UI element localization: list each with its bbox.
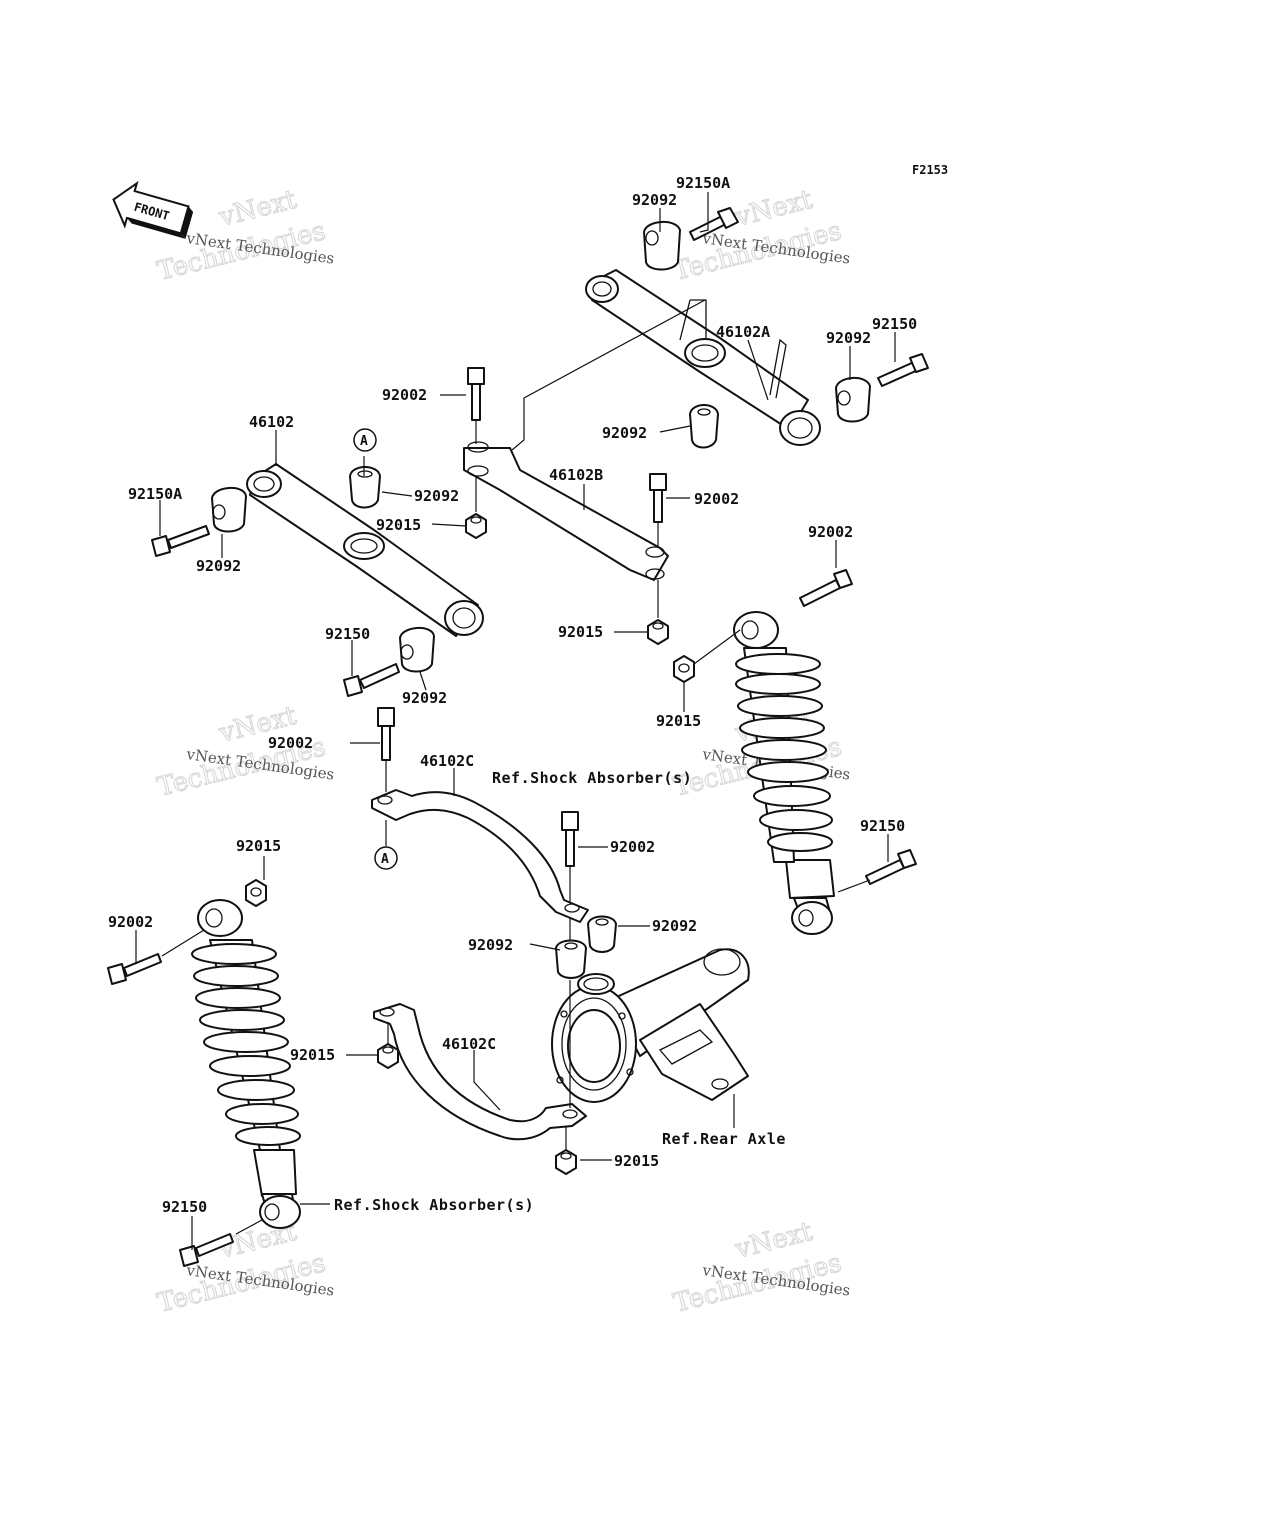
- control-arm-46102: [246, 463, 484, 637]
- bushing-92092-top: [643, 221, 681, 271]
- label-92002-d: 92002: [610, 838, 655, 856]
- figure-code: F2153: [912, 163, 948, 177]
- bolt-92150A-left: [151, 525, 210, 557]
- label-92092-lower: 92092: [402, 689, 447, 707]
- svg-text:A: A: [360, 434, 368, 449]
- label-92092-e: 92092: [652, 917, 697, 935]
- label-ref-shock-absorber-lower: Ref.Shock Absorber(s): [334, 1196, 534, 1214]
- bolt-92150-left: [179, 1233, 234, 1267]
- bracket-46102B: [463, 441, 669, 581]
- nut-92015-d: [555, 1149, 577, 1175]
- label-92002-c: 92002: [268, 734, 313, 752]
- bolt-92150-mid: [343, 663, 400, 697]
- bolt-92150-right: [865, 849, 917, 885]
- watermark-bottom-right: vNext Technologies vNext Technologies: [670, 1216, 852, 1319]
- label-92150-mid: 92150: [325, 625, 370, 643]
- rear-axle-housing: [551, 948, 750, 1103]
- bushing-92092-lower: [399, 627, 435, 673]
- leader-46102B-to-arm: [511, 299, 706, 451]
- label-46102A: 46102A: [716, 323, 770, 341]
- label-ref-shock-absorber-upper: Ref.Shock Absorber(s): [492, 769, 692, 787]
- nut-92015-a: [465, 513, 487, 539]
- nut-92015-right: [673, 655, 695, 683]
- label-46102C-upper: 46102C: [420, 752, 474, 770]
- label-92002-top: 92002: [382, 386, 427, 404]
- label-92092-left: 92092: [196, 557, 241, 575]
- label-92150A-left: 92150A: [128, 485, 182, 503]
- label-92092-topright: 92092: [826, 329, 871, 347]
- bolt-92002-top: [467, 367, 485, 421]
- nut-92015-b: [647, 619, 669, 645]
- watermark-bottom-left: vNext Technologies vNext Technologies: [154, 1216, 336, 1319]
- nut-92015-c: [377, 1043, 399, 1069]
- bushing-92092-e: [587, 915, 617, 953]
- svg-text:A: A: [381, 852, 389, 867]
- bushing-92092-a: [349, 466, 381, 509]
- control-arm-46102A: [585, 269, 821, 446]
- bushing-92092-left: [211, 487, 247, 533]
- label-46102: 46102: [249, 413, 294, 431]
- label-92015-left: 92015: [236, 837, 281, 855]
- label-92150-left: 92150: [162, 1198, 207, 1216]
- bolt-92002-left: [107, 953, 162, 985]
- label-92150-topright: 92150: [872, 315, 917, 333]
- label-92092-mid: 92092: [602, 424, 647, 442]
- label-92002-left: 92002: [108, 913, 153, 931]
- bolt-92150-topright: [877, 353, 929, 387]
- front-arrow-icon: FRONT: [112, 180, 194, 239]
- label-46102C-lower: 46102C: [442, 1035, 496, 1053]
- label-92015-c: 92015: [290, 1046, 335, 1064]
- leader-lines: [135, 192, 896, 1250]
- label-92002-mid: 92002: [694, 490, 739, 508]
- nut-92015-left: [245, 879, 267, 907]
- label-92015-a: 92015: [376, 516, 421, 534]
- label-46102B: 46102B: [549, 466, 603, 484]
- label-92150-right: 92150: [860, 817, 905, 835]
- label-92092-top: 92092: [632, 191, 677, 209]
- bolt-92002-right: [799, 569, 853, 607]
- label-92015-d: 92015: [614, 1152, 659, 1170]
- shock-absorber-right: [733, 611, 835, 935]
- bolt-92002-d: [561, 811, 579, 867]
- label-92015-b: 92015: [558, 623, 603, 641]
- reference-marker-a-lower: A: [374, 846, 398, 870]
- bolt-92002-mid: [649, 473, 667, 523]
- stabilizer-46102C-lower: [373, 1003, 587, 1141]
- label-92092-f: 92092: [468, 936, 513, 954]
- label-92092-a: 92092: [414, 487, 459, 505]
- shock-absorber-left: [191, 899, 301, 1229]
- bushing-92092-mid: [689, 404, 719, 449]
- label-92015-right: 92015: [656, 712, 701, 730]
- label-ref-rear-axle: Ref.Rear Axle: [662, 1130, 786, 1148]
- bushing-92092-topright: [835, 377, 871, 423]
- label-92150A-top: 92150A: [676, 174, 730, 192]
- label-92002-right: 92002: [808, 523, 853, 541]
- reference-marker-a-upper: A: [353, 428, 377, 452]
- bushing-92092-f: [555, 939, 587, 979]
- stabilizer-46102C-upper: [371, 789, 589, 923]
- bolt-92002-c: [377, 707, 395, 761]
